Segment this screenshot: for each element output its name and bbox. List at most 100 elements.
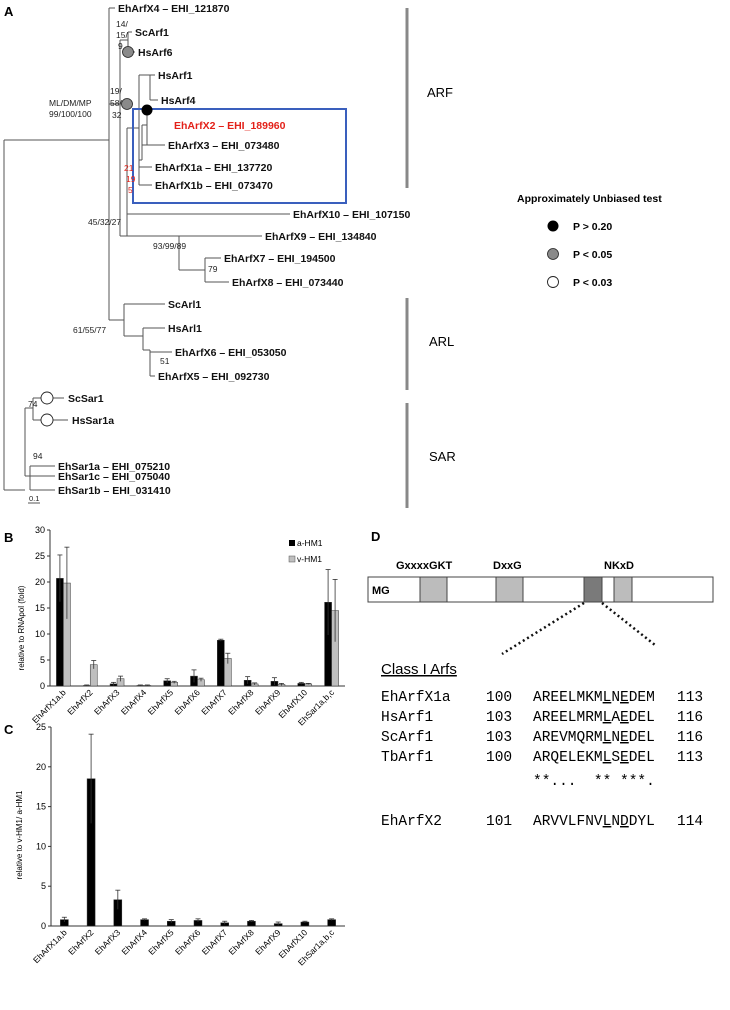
au-circle-grey <box>121 98 133 110</box>
legend-label-a-hm1: a-HM1 <box>297 538 323 548</box>
au-circle-white <box>40 391 54 405</box>
legend-label: P < 0.05 <box>573 249 612 261</box>
conservation-line: **... ** ***. <box>533 774 655 790</box>
leaf-label-arfx9: EhArfX9 – EHI_134840 <box>265 231 377 243</box>
y-tick-label: 0 <box>41 921 46 931</box>
legend-swatch-v-hm1 <box>288 555 296 563</box>
leaf-label-hsarf6: HsArf6 <box>138 47 173 59</box>
leaf-label-hsarl1: HsArl1 <box>168 323 202 335</box>
alignment-sequence: ARQELEKMLSEDEL <box>533 750 655 766</box>
x-tick-label: EhArfX7 <box>199 687 229 717</box>
x-tick-label: EhArfX7 <box>200 927 230 957</box>
x-tick-label: EhArfX3 <box>92 687 122 717</box>
x-tick-label: EhArfX8 <box>226 687 256 717</box>
y-tick-label: 25 <box>36 722 46 732</box>
leaf-label-arfx1b: EhArfX1b – EHI_073470 <box>155 180 273 192</box>
support-value: 79 <box>208 264 218 274</box>
leaf-label-hssar1a: HsSar1a <box>72 415 114 427</box>
x-tick-label: EhArfX1a,b <box>31 927 69 965</box>
alignment-end: 113 <box>677 750 703 766</box>
support-value-red: 21 <box>124 163 134 173</box>
support-value: 74 <box>28 399 38 409</box>
leaf-label-arfx6: EhArfX6 – EHI_053050 <box>175 347 287 359</box>
leaf-label-arfx1a: EhArfX1a – EHI_137720 <box>155 162 272 174</box>
y-tick-label: 0 <box>40 681 45 691</box>
leaf-label-ehsar1b: EhSar1b – EHI_031410 <box>58 485 171 497</box>
leaf-label-hsarf1: HsArf1 <box>158 70 193 82</box>
zoom-line-left <box>501 601 585 656</box>
alignment-sequence: ARVVLFNVLNDDYL <box>533 814 655 830</box>
x-tick-label: EhArfX1a,b <box>30 687 68 725</box>
domain-dxxg <box>495 576 524 603</box>
zoom-line-right <box>601 602 656 646</box>
leaf-label-arfx5: EhArfX5 – EHI_092730 <box>158 371 270 383</box>
leaf-label-hsarf4: HsArf4 <box>161 95 196 107</box>
y-tick-label: 25 <box>35 551 45 561</box>
alignment-seq-name: EhArfX1a <box>381 690 451 706</box>
chart-c-ylabel: relative to v-HM1/ a-HM1 <box>15 790 24 879</box>
leaf-label-arfx8: EhArfX8 – EHI_073440 <box>232 277 344 289</box>
motif-nkxd: NKxD <box>604 560 634 572</box>
leaf-label-arfx10: EhArfX10 – EHI_107150 <box>293 209 410 221</box>
leaf-label-scsar1: ScSar1 <box>68 393 104 405</box>
alignment-start: 103 <box>486 730 512 746</box>
au-legend-title: Approximately Unbiased test <box>517 193 662 205</box>
support-value: 51 <box>160 356 170 366</box>
x-tick-label: EhArfX2 <box>66 927 96 957</box>
support-value-red: 19 <box>126 174 136 184</box>
support-value: 32 <box>112 110 122 120</box>
y-tick-label: 10 <box>35 629 45 639</box>
leaf-label-arfx2: EhArfX2 – EHI_189960 <box>174 120 286 132</box>
leaf-label-arfx4: EhArfX4 – EHI_121870 <box>118 3 230 15</box>
bar <box>217 639 225 687</box>
leaf-label-ehsar1a: EhSar1a – EHI_075210 <box>58 461 170 473</box>
alignment-start: 100 <box>486 690 512 706</box>
scale-bar-label: 0.1 <box>29 494 39 503</box>
panel-label-d: D <box>371 529 380 544</box>
alignment-sequence: AREELMKMLNEDEM <box>533 690 655 706</box>
au-circle-grey <box>122 46 134 58</box>
alignment-start: 100 <box>486 750 512 766</box>
legend-swatch-a-hm1 <box>289 540 295 546</box>
support-value: 93/99/89 <box>153 241 186 251</box>
leaf-label-arfx7: EhArfX7 – EHI_194500 <box>224 253 336 265</box>
alignment-end: 113 <box>677 690 703 706</box>
y-tick-label: 15 <box>35 603 45 613</box>
motif-dxxg: DxxG <box>493 560 522 572</box>
legend-marker-white <box>547 276 559 288</box>
legend-label: P < 0.03 <box>573 277 612 289</box>
support-value: 58/ <box>110 98 122 108</box>
legend-label-v-hm1: v-HM1 <box>297 554 322 564</box>
support-value: 94 <box>33 451 43 461</box>
y-tick-label: 30 <box>35 525 45 535</box>
y-tick-label: 5 <box>40 655 45 665</box>
leaf-label-arfx3: EhArfX3 – EHI_073480 <box>168 140 280 152</box>
x-tick-label: EhArfX6 <box>172 687 202 717</box>
support-value: 19/ <box>110 86 122 96</box>
x-tick-label: EhArfX4 <box>119 687 149 717</box>
domain-mg-label: MG <box>372 585 390 597</box>
alignment-sequence: AREELMRMLAEDEL <box>533 710 655 726</box>
support-value-red: 5 <box>128 185 133 195</box>
support-value: 15/ <box>116 30 128 40</box>
legend-label: P > 0.20 <box>573 221 612 233</box>
y-tick-label: 10 <box>36 841 46 851</box>
motif-gxxxxgkt: GxxxxGKT <box>396 560 453 572</box>
domain-gxxxxgkt <box>419 576 448 603</box>
x-tick-label: EhArfX5 <box>146 927 176 957</box>
chart-c: 0510152025EhArfX1a,bEhArfX2EhArfX3EhArfX… <box>31 722 345 967</box>
alignment-sequence: AREVMQRMLNEDEL <box>533 730 655 746</box>
panel-label-b: B <box>4 530 13 545</box>
y-tick-label: 20 <box>36 762 46 772</box>
alignment-seq-name: ScArf1 <box>381 730 433 746</box>
alignment-title: Class I Arfs <box>381 661 457 678</box>
support-value: 61/55/77 <box>73 325 106 335</box>
leaf-label-scarl1: ScArl1 <box>168 299 201 311</box>
au-circle-white <box>40 413 54 427</box>
alignment-start: 103 <box>486 710 512 726</box>
panel-label-a: A <box>4 4 14 19</box>
x-tick-label: EhArfX3 <box>93 927 123 957</box>
domain-switch <box>583 576 603 603</box>
